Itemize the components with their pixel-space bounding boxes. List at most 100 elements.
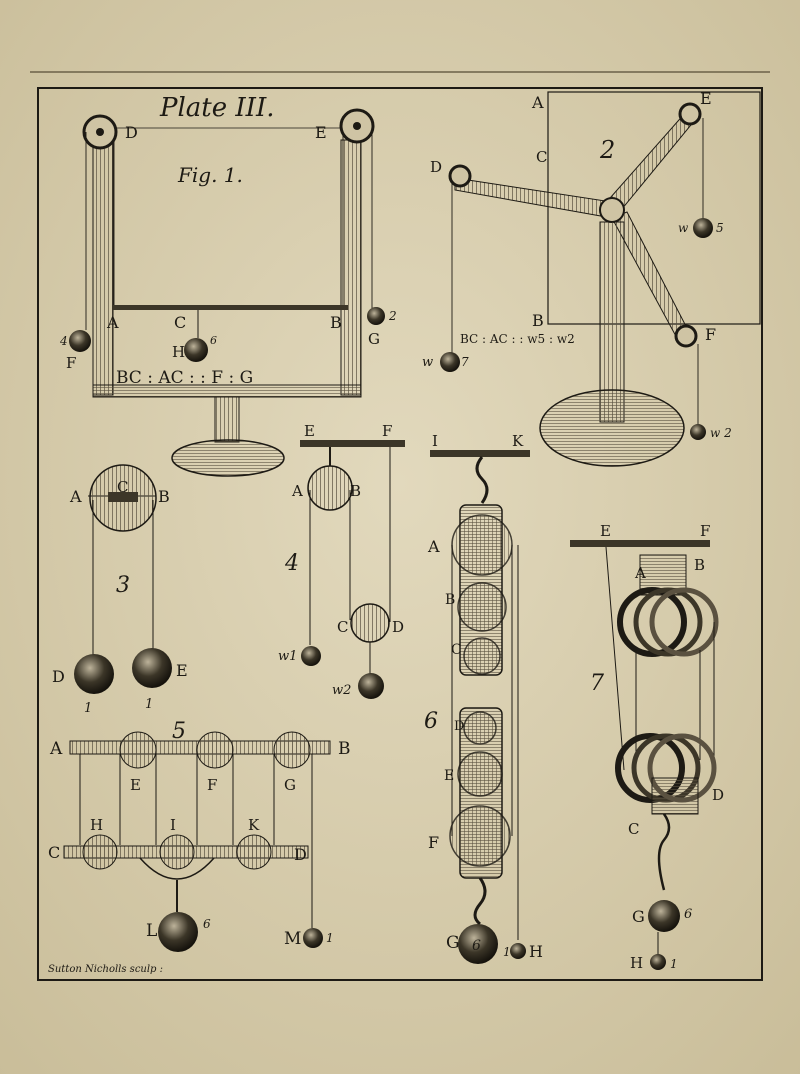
fig5-num-l: 6	[203, 917, 211, 931]
figure-2: A C B D E F 2 w 7 w 5 w 2 BC : AC : : w5…	[422, 89, 761, 467]
figure-6: I K A B C D E F 6 G 6 1 H	[424, 432, 543, 964]
fig1-label-e: E	[315, 123, 327, 142]
figure-4: E F A B C D w1 w2 4	[278, 422, 405, 699]
fig7-lower-frame	[651, 777, 699, 815]
fig5-label-i: I	[170, 816, 176, 834]
fig1-formula: BC : AC : : F : G	[116, 368, 253, 388]
fig4-label-f: F	[382, 422, 392, 440]
fig5-pulley-e	[119, 731, 157, 769]
fig6-label-c: C	[451, 642, 462, 658]
fig5-label-l: L	[146, 921, 157, 941]
fig2-w5-label: w	[678, 221, 689, 235]
fig3-weight-e	[132, 648, 172, 688]
fig6-weight-h	[510, 943, 526, 959]
fig6-weight-g	[458, 924, 498, 964]
fig2-weight-w7	[440, 352, 460, 372]
fig7-num-g: 6	[684, 907, 692, 922]
fig1-num-h: 6	[210, 334, 217, 347]
fig2-panel	[547, 91, 761, 325]
fig3-label-b: B	[158, 487, 170, 506]
fig7-upper-sheave-2	[633, 587, 703, 657]
fig2-label-b: B	[532, 311, 544, 330]
fig5-pulley-h	[82, 834, 118, 870]
fig4-upper-pulley	[307, 465, 353, 511]
fig4-label-b: B	[350, 482, 361, 500]
engraver-signature: Sutton Nicholls sculp :	[48, 964, 163, 975]
fig5-label-a: A	[49, 739, 63, 759]
fig6-bar	[430, 450, 530, 457]
fig7-number: 7	[590, 671, 604, 696]
fig4-label-w2: w2	[332, 683, 351, 698]
figure-5: 5 A B E F G H I K C D L 6 M 1 Sutton Nic…	[48, 719, 351, 975]
fig2-w2-label: w 2	[710, 426, 732, 440]
fig5-pulley-k	[236, 834, 272, 870]
fig6-sheave-a	[451, 514, 513, 576]
fig1-num-g: 2	[388, 309, 397, 323]
fig1-frame-right-post	[340, 139, 362, 396]
fig4-label-w1: w1	[278, 649, 297, 664]
fig7-weight-h	[650, 954, 666, 970]
fig1-stand-base	[171, 439, 285, 477]
fig3-label-a: A	[69, 487, 82, 506]
fig3-weight-d	[74, 654, 114, 694]
fig7-label-g: G	[632, 907, 645, 926]
fig7-label-h: H	[630, 954, 643, 972]
fig6-label-g: G	[446, 933, 460, 953]
fig6-sheave-c	[463, 637, 501, 675]
fig4-label-e: E	[304, 422, 315, 440]
fig2-label-c: C	[536, 148, 547, 166]
fig6-label-e: E	[444, 768, 454, 784]
fig5-weight-l	[158, 912, 198, 952]
fig1-label-b: B	[330, 313, 342, 332]
fig1-num-f: 4	[59, 334, 68, 348]
fig3-label-d: D	[52, 667, 65, 686]
fig7-label-b: B	[694, 556, 705, 574]
fig6-sheave-f	[449, 805, 511, 867]
fig6-label-a: A	[427, 537, 440, 556]
fig5-num-m: 1	[326, 931, 334, 945]
fig7-fall-1	[605, 546, 625, 771]
fig6-top-hook	[475, 456, 489, 504]
fig6-label-f: F	[428, 833, 439, 852]
fig5-pulley-f	[196, 731, 234, 769]
fig7-label-e: E	[600, 522, 611, 540]
fig2-w7-label: w	[422, 355, 433, 370]
fig1-label-d: D	[125, 123, 138, 142]
fig5-pulley-g	[273, 731, 311, 769]
fig2-weight-w5	[693, 218, 713, 238]
fig7-label-a: A	[634, 564, 646, 582]
fig2-stand-column	[599, 221, 625, 423]
fig7-label-f: F	[700, 522, 710, 540]
fig6-label-d: D	[454, 719, 464, 734]
fig3-num-e: 1	[145, 697, 153, 712]
plate-border	[37, 87, 763, 981]
fig6-label-b: B	[445, 592, 455, 608]
fig6-num-h: 1	[503, 945, 511, 959]
fig4-label-d: D	[392, 618, 404, 636]
fig4-number: 4	[284, 551, 299, 576]
fig1-weight-f	[69, 330, 91, 352]
fig4-weight-w1	[301, 646, 321, 666]
fig1-stand-stem	[214, 396, 240, 443]
fig1-weight-h	[184, 338, 208, 362]
fig1-label-h: H	[172, 343, 185, 361]
fig2-number: 2	[599, 136, 615, 164]
fig7-upper-sheave-1	[617, 587, 687, 657]
fig6-sheave-e	[457, 751, 503, 797]
fig6-label-k: K	[512, 432, 524, 450]
fig5-label-c: C	[48, 843, 60, 862]
fig6-bottom-hook	[473, 877, 487, 926]
fig2-w5-num: 5	[716, 221, 724, 235]
fig2-label-e: E	[700, 89, 712, 108]
fig6-num-g: 6	[472, 938, 481, 954]
fig4-bar	[300, 440, 405, 447]
fig5-number: 5	[172, 719, 186, 744]
fig4-weight-w2	[358, 673, 384, 699]
fig6-sheave-d	[463, 711, 497, 745]
fig3-axle	[108, 492, 138, 502]
fig3-number: 3	[116, 573, 130, 598]
fig7-num-h: 1	[670, 957, 678, 971]
fig2-w7-num: 7	[461, 355, 469, 369]
fig5-label-k: K	[248, 816, 260, 834]
